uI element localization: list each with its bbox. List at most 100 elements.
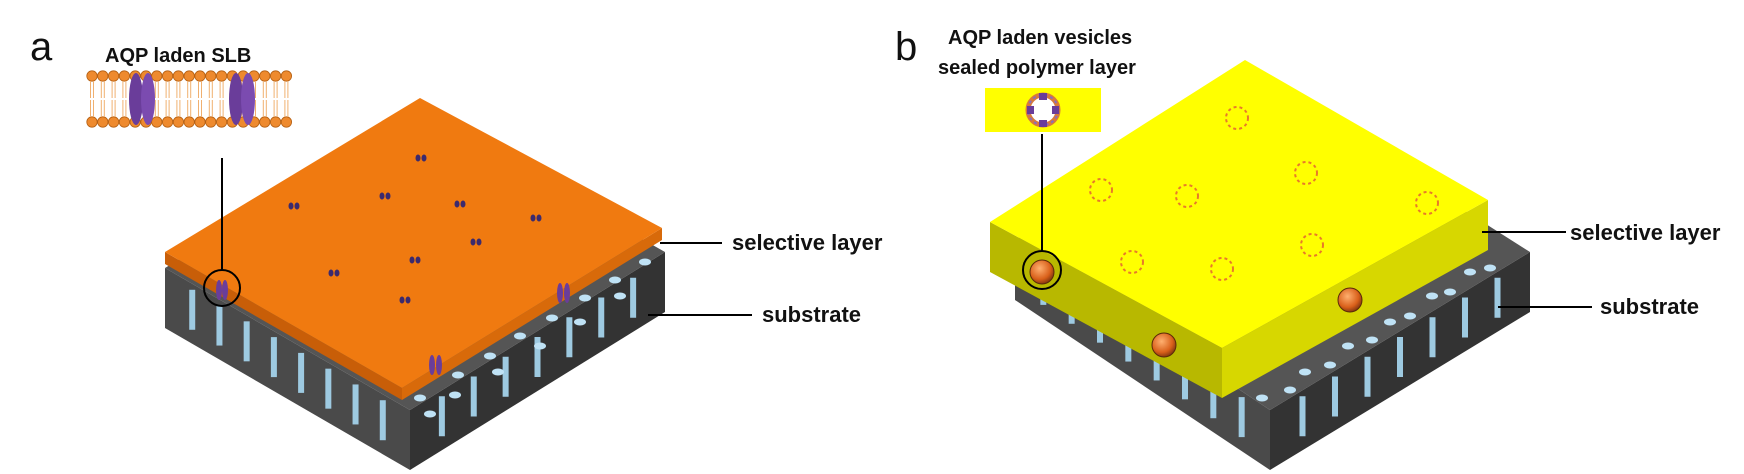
dashed-vesicle [1225, 106, 1249, 130]
pore-opening [1342, 342, 1354, 350]
substrate-label-b: substrate [1600, 294, 1699, 319]
pore-channel [1364, 356, 1371, 397]
pore-opening [1484, 264, 1496, 272]
slb-callout-title: AQP laden SLB [105, 45, 251, 67]
lipid-head [194, 70, 206, 82]
dashed-vesicle [1300, 233, 1324, 257]
lipid-head [216, 116, 228, 128]
pore-channel [1462, 297, 1468, 338]
pore-channel [1332, 376, 1338, 417]
lipid-head [194, 116, 206, 128]
lipid-head [205, 70, 217, 82]
panel-a: a AQP laden SLB [30, 25, 883, 470]
pore-opening [1324, 361, 1336, 369]
aqp-pair-dot [334, 269, 340, 277]
dashed-vesicle [1415, 191, 1439, 215]
aqp-pair-dot [460, 200, 466, 208]
aqp-pair-dot [288, 202, 294, 210]
aqp-pair-dot [399, 296, 405, 304]
lipid-head [259, 116, 271, 128]
pore-channel [1210, 378, 1217, 419]
lipid-head [280, 70, 292, 82]
pore-opening [414, 394, 426, 402]
pore-opening [1464, 268, 1476, 276]
panel-b-letter: b [895, 25, 917, 69]
lipid-head [172, 116, 184, 128]
aqp-pair-dot [530, 214, 536, 222]
vesicle-inset-icon [985, 88, 1101, 132]
lipid-head [269, 70, 282, 82]
pore-channel [1238, 397, 1245, 438]
pore-opening [1256, 394, 1268, 402]
pore-channel [598, 297, 605, 338]
pore-opening [492, 368, 504, 376]
pore-opening [514, 332, 526, 340]
pore-opening [1299, 368, 1311, 376]
pore-opening [1384, 318, 1396, 326]
lipid-head [280, 116, 292, 128]
lipid-head [97, 70, 109, 82]
lipid-head [216, 70, 228, 82]
pore-channel [325, 368, 332, 409]
pore-channel [502, 356, 509, 397]
aqp-edge-markers-a [216, 280, 570, 375]
vesicle-callout-title-line1: AQP laden vesicles [948, 27, 1132, 49]
pore-channel [243, 321, 250, 362]
lipid-head [205, 116, 217, 128]
pore-opening [1404, 312, 1416, 320]
panel-b: b AQP laden vesicles sealed polymer laye… [895, 25, 1721, 470]
lipid-head [86, 70, 98, 82]
pore-opening [449, 391, 461, 399]
dashed-vesicle [1175, 184, 1199, 208]
aqp-pair-dot [470, 238, 476, 246]
panel-a-letter: a [30, 25, 53, 69]
pore-opening [452, 371, 464, 379]
pore-channel [1494, 277, 1501, 318]
pore-channel [438, 396, 445, 437]
pore-channel [1299, 396, 1306, 437]
lipid-head [108, 116, 120, 128]
aqp-pair-dot [294, 202, 300, 210]
lipid-head [118, 70, 131, 82]
pore-opening [1284, 386, 1296, 394]
aqp-pair-dot [328, 269, 334, 277]
aqp-pair-dot [415, 154, 421, 162]
pore-opening [1426, 292, 1438, 300]
pore-opening [484, 352, 496, 360]
aqp-pair-dot [415, 256, 421, 264]
aqp-pair-dot [454, 200, 460, 208]
selective-layer-label-a: selective layer [732, 230, 883, 255]
lipid-head [108, 70, 120, 82]
pore-opening [639, 258, 651, 266]
pore-opening [424, 410, 436, 418]
pore-channel [1182, 359, 1188, 400]
lipid-head [118, 116, 131, 128]
lipid-head [86, 116, 98, 128]
pore-opening [614, 292, 626, 300]
pore-channel [470, 376, 477, 417]
pore-channel [1429, 317, 1436, 358]
pore-channel [270, 337, 277, 378]
lipid-head [183, 70, 195, 82]
pore-channel [630, 277, 637, 318]
dashed-vesicle [1294, 161, 1318, 185]
lipid-head [172, 70, 184, 82]
aqp-pair-dot [421, 154, 427, 162]
dashed-vesicle [1089, 178, 1113, 202]
lipid-head [151, 70, 163, 82]
pore-opening [579, 294, 591, 302]
pore-opening [609, 276, 621, 284]
substrate-label-a: substrate [762, 302, 861, 327]
selective-layer-a [165, 98, 662, 400]
aqp-pair-dot [476, 238, 482, 246]
pore-opening [534, 342, 546, 350]
pore-channel [1397, 337, 1403, 377]
vesicle-edge-markers-b [1029, 259, 1363, 358]
lipid-head [151, 116, 163, 128]
lipid-head [259, 70, 271, 82]
selective-layer-label-b: selective layer [1570, 220, 1721, 245]
pore-opening [546, 314, 558, 322]
aqp-channel-icon [129, 73, 255, 125]
lipid-head [183, 116, 195, 128]
